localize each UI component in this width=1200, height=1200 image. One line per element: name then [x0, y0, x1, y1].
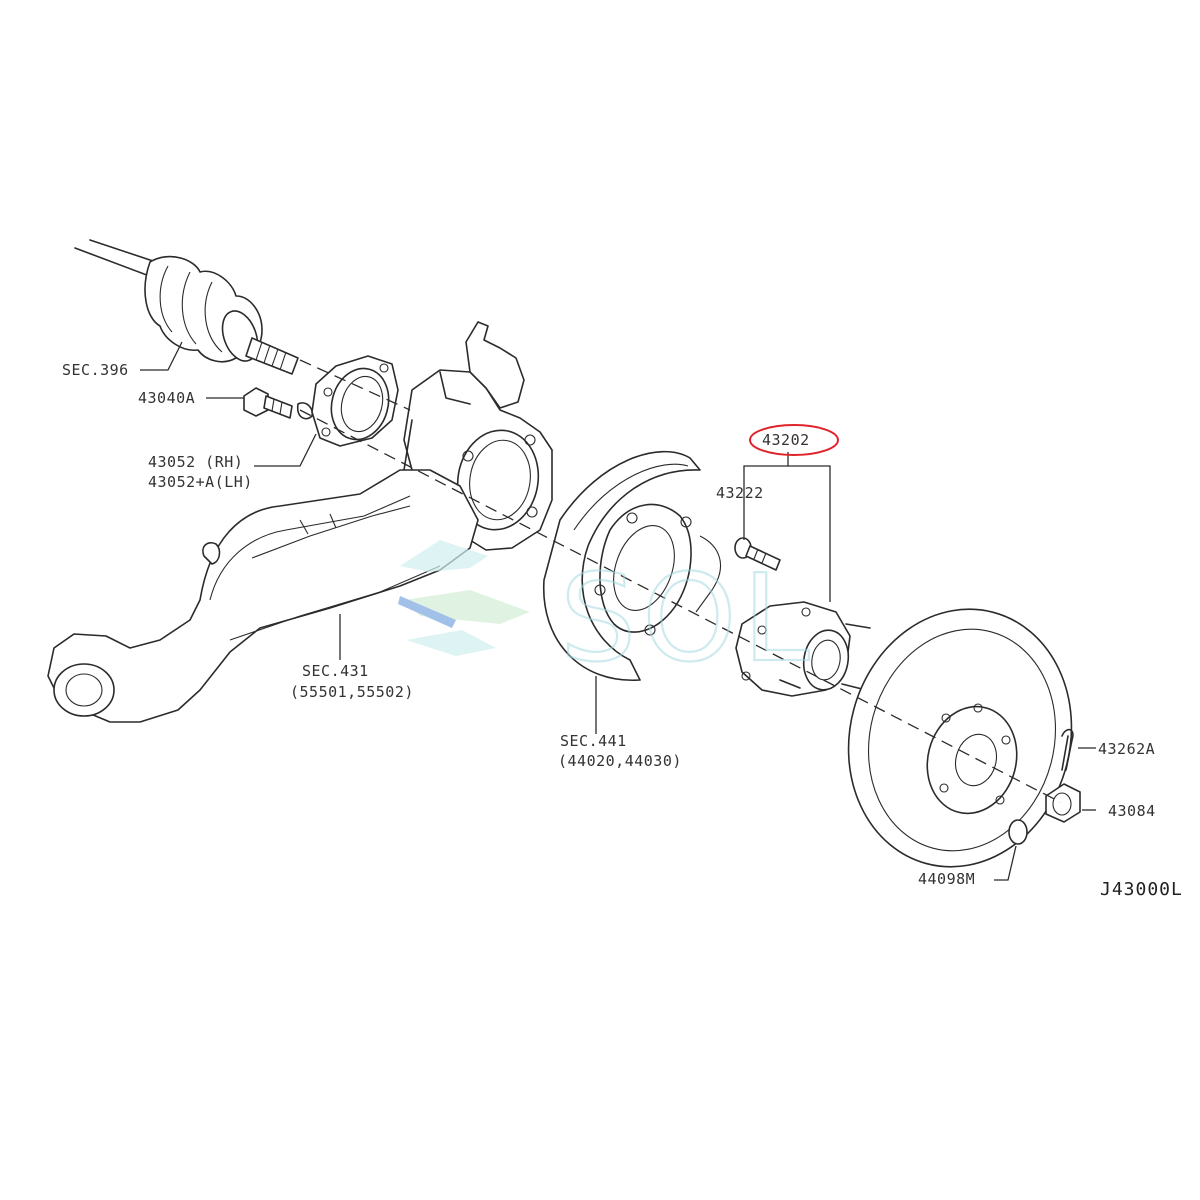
plug-44098m — [1008, 819, 1028, 845]
label-43052-lh: 43052+A(LH) — [148, 473, 253, 491]
cotter-pin-43262a — [1061, 728, 1074, 771]
bearing-housing-43052 — [311, 355, 399, 447]
diagram-id: J43000L — [1100, 879, 1183, 900]
label-44098m: 44098M — [918, 870, 975, 888]
backing-plate — [543, 450, 721, 681]
shaft-centerline — [299, 359, 411, 411]
label-43084: 43084 — [1108, 802, 1156, 820]
label-43262a: 43262A — [1098, 740, 1155, 758]
label-sec-431-sub: (55501,55502) — [290, 683, 414, 701]
brake-disc — [847, 608, 1073, 868]
label-sec-431: SEC.431 — [302, 662, 369, 680]
label-43202: 43202 — [762, 431, 810, 449]
label-sec-441: SEC.441 — [560, 732, 627, 750]
axis-centerline — [299, 409, 1061, 803]
label-43222: 43222 — [716, 484, 764, 502]
hub-bolt-43222 — [734, 537, 781, 571]
label-43040a: 43040A — [138, 389, 195, 407]
watermark: SOL — [398, 540, 815, 690]
watermark-text: SOL — [560, 550, 815, 689]
bolt-43040a — [243, 387, 314, 420]
label-43052-rh: 43052 (RH) — [148, 453, 243, 471]
label-sec-441-sub: (44020,44030) — [558, 752, 682, 770]
lower-arm — [47, 469, 479, 723]
drive-shaft — [74, 239, 299, 375]
label-sec-396: SEC.396 — [62, 361, 129, 379]
leader-lines — [140, 341, 1096, 881]
nut-43084 — [1045, 783, 1081, 823]
part-highlight-ring — [749, 424, 839, 456]
